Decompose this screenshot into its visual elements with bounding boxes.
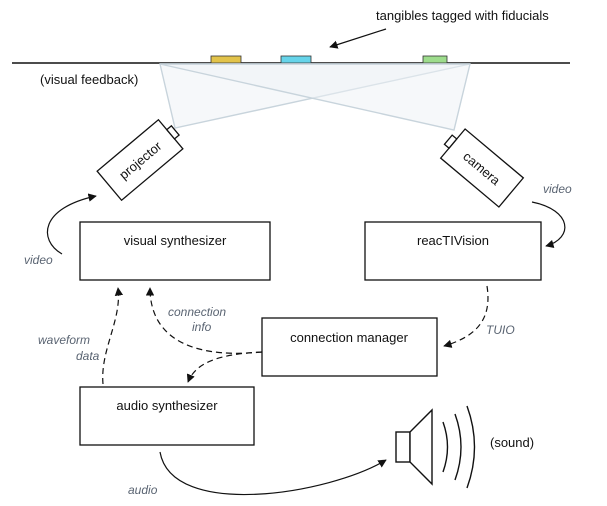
tangible-cyan [280,55,312,64]
tangibles-label: tangibles tagged with fiducials [376,8,549,23]
tuio-arrow [443,285,489,348]
camera: camera [439,128,525,208]
projector: projector [96,118,184,202]
audio-synthesizer-label: audio synthesizer [116,398,218,413]
connection-info-label-2: info [192,320,212,334]
waveform-label-1: waveform [38,333,90,347]
video-left-label: video [24,253,53,267]
waveform-label-2: data [76,349,100,363]
video-right-label: video [543,182,572,196]
waveform-arrow [102,287,124,385]
visual-feedback-label: (visual feedback) [40,72,138,87]
audio-arrow [159,451,387,496]
connection-audio-arrow [186,351,263,383]
audio-synthesizer-box [79,386,255,446]
connection-manager-label: connection manager [290,330,408,345]
tangible-yellow [210,55,242,64]
connection-info-arrow [145,287,263,354]
video-right-arrow [531,201,566,248]
connection-manager-box [261,317,438,377]
video-left-arrow [46,193,97,255]
connection-info-label-1: connection [168,305,226,319]
sound-label: (sound) [490,435,534,450]
speaker-icon [395,405,476,489]
visual-synthesizer-box [79,221,271,281]
visual-synthesizer-label: visual synthesizer [124,233,227,248]
tangibles-arrow [329,28,387,49]
projection-frustum [159,63,471,131]
reactivision-box [364,221,542,281]
tuio-label: TUIO [486,323,515,337]
audio-label: audio [128,483,158,497]
reactivision-label: reacTIVision [417,233,489,248]
tangible-green [422,55,448,64]
